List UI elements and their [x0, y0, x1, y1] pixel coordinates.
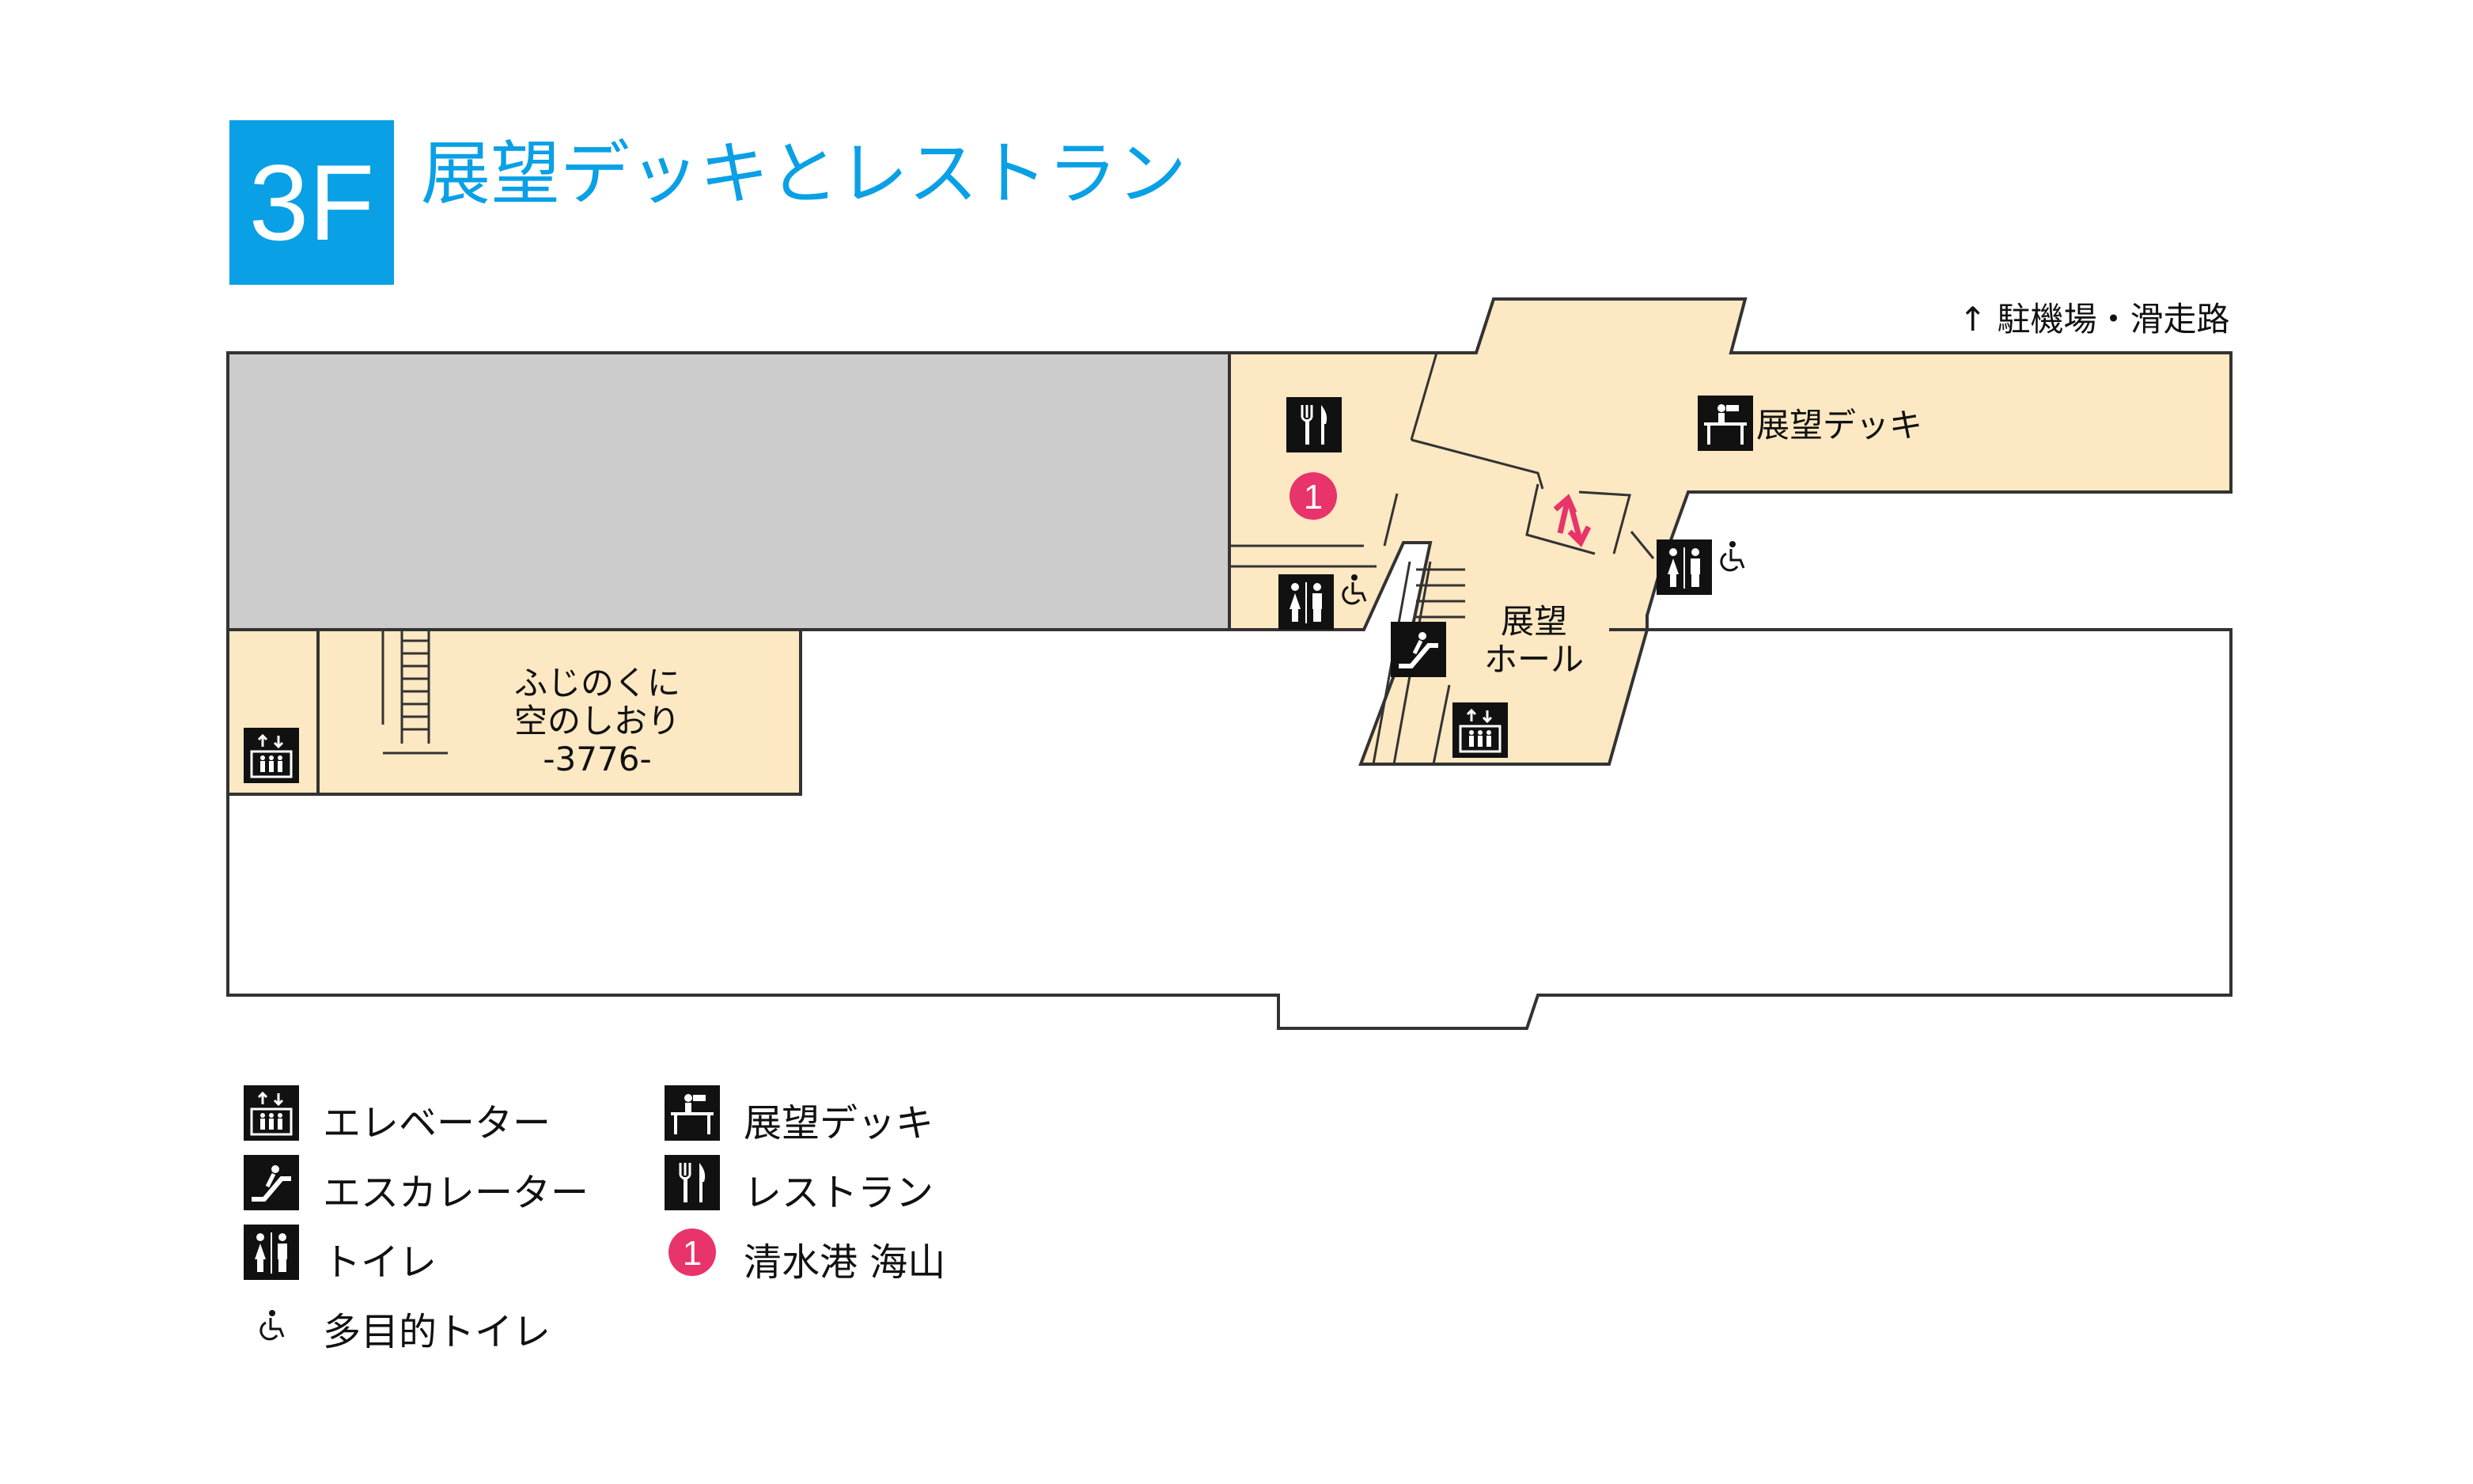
legend-label: 清水港 海山 — [744, 1240, 946, 1285]
legend-toilet-icon — [243, 1224, 300, 1281]
hall-label: 展望 ホール — [1484, 602, 1585, 679]
legend-item-toilet: トイレ — [323, 1231, 437, 1286]
legend-escalator-icon — [244, 1155, 299, 1210]
observation-deck-icon — [1698, 396, 1753, 451]
legend-label: エスカレーター — [323, 1171, 589, 1215]
floor-number: 3F — [248, 142, 375, 263]
shop-marker-number: 1 — [1304, 478, 1323, 517]
floor-badge: 3F — [229, 120, 394, 285]
legend-label: レストラン — [744, 1171, 934, 1215]
building-outline — [226, 628, 2233, 1030]
escalator-icon — [1391, 622, 1446, 677]
legend-shop-marker-icon: 1 — [668, 1228, 716, 1276]
elevator-icon — [242, 726, 301, 785]
restaurant-icon — [1285, 396, 1343, 454]
legend-item-accessible-toilet: 多目的トイレ — [323, 1300, 551, 1356]
restaurant-area — [1228, 297, 2233, 766]
legend-item-escalator: エスカレーター — [323, 1161, 589, 1217]
legend-shop-marker-number: 1 — [683, 1234, 702, 1273]
legend-restaurant-icon — [663, 1153, 721, 1212]
legend-label: 多目的トイレ — [323, 1310, 551, 1354]
toilet-icon — [1278, 574, 1335, 630]
legend-observation-deck-icon — [665, 1085, 720, 1141]
legend-item-observation-deck: 展望デッキ — [744, 1092, 934, 1147]
direction-note: ↑ 駐機場・滑走路 — [1959, 300, 2230, 339]
accessible-toilet-icon — [1720, 539, 1745, 572]
legend-elevator-icon — [242, 1084, 301, 1142]
legend-label: 展望デッキ — [744, 1101, 934, 1145]
gallery-area — [226, 628, 802, 796]
legend-item-shop: 清水港 海山 — [744, 1231, 945, 1286]
legend-item-elevator: エレベーター — [323, 1092, 551, 1147]
legend-item-restaurant: レストラン — [744, 1161, 934, 1217]
toilet-icon — [1656, 539, 1713, 596]
legend-label: エレベーター — [323, 1101, 551, 1145]
elevator-icon — [1451, 701, 1509, 759]
up-down-arrows-icon — [1553, 494, 1592, 547]
legend-label: トイレ — [323, 1240, 437, 1285]
deck-label: 展望デッキ — [1756, 406, 1923, 445]
legend-accessible-toilet-icon — [259, 1308, 285, 1341]
stairs — [381, 630, 448, 755]
closed-area — [226, 351, 1231, 631]
page-title: 展望デッキとレストラン — [421, 133, 1187, 214]
gallery-label: ふじのくに 空のしおり -3776- — [514, 664, 681, 778]
shop-marker-icon: 1 — [1290, 472, 1337, 520]
